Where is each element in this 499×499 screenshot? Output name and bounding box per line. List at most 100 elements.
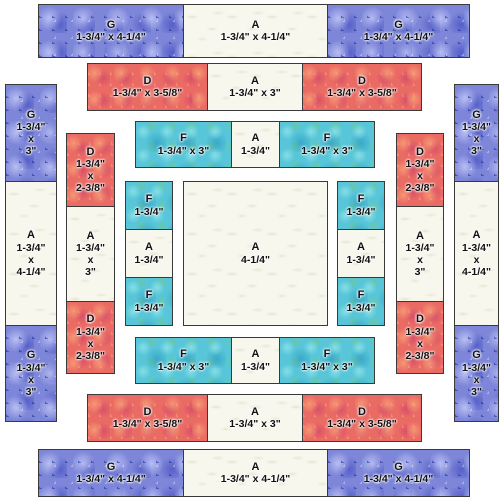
piece-dimension: 1-3/4" [76,242,105,254]
piece-d-right-top: D 1-3/4" x 2-3/8" [396,133,444,207]
piece-letter: D [416,313,424,326]
piece-letter: G [27,109,36,122]
piece-dimension-x: x [474,254,480,266]
piece-dimension: 2-3/8" [76,182,105,194]
piece-dimension: 1-3/4" x 4-1/4" [221,473,291,485]
piece-dimension-x: x [417,254,423,266]
piece-letter: D [87,146,95,159]
piece-d-row8-right: D 1-3/4" x 3-5/8" [302,394,422,442]
piece-letter: F [324,348,331,361]
piece-f-row7-right: F 1-3/4" x 3" [279,337,375,384]
piece-letter: G [394,461,403,474]
piece-g-top-right: G 1-3/4" x 4-1/4" [327,4,470,58]
piece-dimension: 3" [26,386,37,398]
piece-a-top: A 1-3/4" x 4-1/4" [183,4,328,58]
piece-dimension: 1-3/4" x 4-1/4" [76,31,146,43]
piece-letter: A [357,241,365,254]
piece-letter: F [180,132,187,145]
piece-letter: G [107,19,116,32]
piece-d-row2-right: D 1-3/4" x 3-5/8" [302,63,422,111]
piece-dimension-x: x [28,254,34,266]
piece-g-left-bottom: G 1-3/4" x 3" [5,325,57,422]
piece-g-top-left: G 1-3/4" x 4-1/4" [38,4,184,58]
piece-letter: F [324,132,331,145]
piece-letter: A [87,230,95,243]
piece-dimension-x: x [28,374,34,386]
piece-dimension: 1-3/4" x 4-1/4" [76,473,146,485]
piece-dimension: 2-3/8" [406,182,435,194]
piece-dimension: 1-3/4" x 4-1/4" [221,31,291,43]
piece-dimension: 3" [471,386,482,398]
piece-letter: A [252,348,260,361]
piece-a-left: A 1-3/4" x 4-1/4" [5,181,57,326]
piece-dimension: 1-3/4" x 4-1/4" [364,31,434,43]
piece-letter: G [107,461,116,474]
piece-f-right-top: F 1-3/4" [337,181,385,230]
piece-dimension: 1-3/4" x 4-1/4" [364,473,434,485]
piece-dimension: 2-3/8" [76,350,105,362]
piece-d-row8-left: D 1-3/4" x 3-5/8" [87,394,208,442]
piece-letter: A [473,229,481,242]
piece-letter: D [358,75,366,88]
piece-dimension: 3" [471,145,482,157]
piece-dimension: 1-3/4" [241,361,270,373]
piece-letter: D [144,406,152,419]
piece-f-right-bottom: F 1-3/4" [337,277,385,326]
piece-dimension: 1-3/4" [135,254,164,266]
piece-letter: D [416,146,424,159]
piece-g-right-top: G 1-3/4" x 3" [454,84,499,182]
piece-d-left-bottom: D 1-3/4" x 2-3/8" [66,301,115,374]
piece-dimension: 1-3/4" [462,121,491,133]
piece-dimension: 4-1/4" [241,254,270,266]
piece-letter: A [251,75,259,88]
piece-dimension-x: x [417,338,423,350]
piece-dimension-x: x [474,374,480,386]
piece-dimension: 1-3/4" x 3" [301,145,352,157]
piece-dimension: 1-3/4" x 3" [158,361,209,373]
piece-dimension-x: x [88,170,94,182]
piece-d-right-bottom: D 1-3/4" x 2-3/8" [396,301,444,374]
piece-letter: A [27,229,35,242]
piece-dimension-x: x [474,133,480,145]
piece-dimension-x: x [88,254,94,266]
piece-letter: F [358,193,365,206]
piece-letter: F [180,348,187,361]
piece-f-left-top: F 1-3/4" [125,181,173,230]
piece-dimension: 1-3/4" x 3" [158,145,209,157]
piece-dimension-x: x [28,133,34,145]
piece-dimension-x: x [417,170,423,182]
piece-letter: G [472,349,481,362]
piece-letter: F [146,289,153,302]
piece-a-left3: A 1-3/4" [125,229,173,278]
piece-letter: A [251,406,259,419]
piece-dimension: 1-3/4" [76,158,105,170]
piece-dimension: 1-3/4" x 3" [229,87,280,99]
piece-f-row7-left: F 1-3/4" x 3" [135,337,232,384]
piece-letter: D [144,75,152,88]
piece-letter: A [252,19,260,32]
piece-a-row3: A 1-3/4" [231,121,280,168]
piece-letter: F [146,193,153,206]
piece-dimension: 1-3/4" [462,242,491,254]
piece-letter: G [472,109,481,122]
piece-a-row2: A 1-3/4" x 3" [207,63,303,111]
piece-g-bottom-right: G 1-3/4" x 4-1/4" [327,449,470,497]
piece-dimension: 1-3/4" x 3-5/8" [327,418,397,430]
piece-g-bottom-left: G 1-3/4" x 4-1/4" [38,449,184,497]
piece-a-left2: A 1-3/4" x 3" [66,206,115,302]
piece-dimension: 3" [85,266,96,278]
piece-dimension: 3" [26,145,37,157]
piece-dimension: 1-3/4" x 3-5/8" [113,418,183,430]
piece-letter: D [358,406,366,419]
piece-g-right-bottom: G 1-3/4" x 3" [454,325,499,422]
piece-a-right: A 1-3/4" x 4-1/4" [454,181,499,326]
piece-dimension-x: x [88,338,94,350]
piece-a-right3: A 1-3/4" [337,229,385,278]
piece-dimension: 1-3/4" [406,326,435,338]
piece-dimension: 4-1/4" [462,266,491,278]
piece-dimension: 1-3/4" [347,206,376,218]
piece-dimension: 1-3/4" [347,254,376,266]
piece-a-row8: A 1-3/4" x 3" [207,394,303,442]
piece-dimension: 1-3/4" [347,302,376,314]
piece-letter: G [394,19,403,32]
